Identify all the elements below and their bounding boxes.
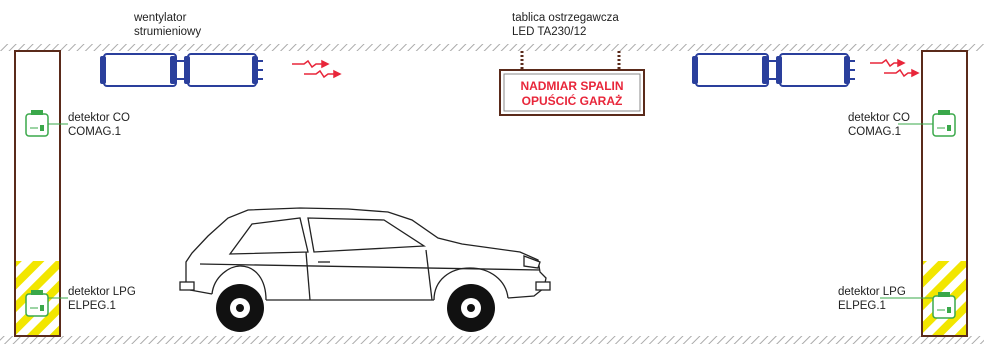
led-warning-board: NADMIAR SPALIN OPUŚCIĆ GARAŻ	[499, 51, 645, 116]
ceiling-hatch	[0, 44, 984, 51]
airflow-arrow-icon	[292, 59, 342, 79]
car-front-wheel	[447, 284, 495, 332]
right-column	[921, 50, 968, 337]
lpg-left-label-line2: ELPEG.1	[68, 300, 116, 312]
car-rear-wheel	[216, 284, 264, 332]
lpg-detector-icon	[25, 290, 49, 317]
sign-text-line2: OPUŚCIĆ GARAŻ	[522, 93, 623, 108]
co-right-label-line1: detektor CO	[848, 112, 910, 124]
co-left-label-line2: COMAG.1	[68, 126, 121, 138]
co-detector-icon	[932, 110, 956, 137]
co-detector-icon	[25, 110, 49, 137]
co-left-label-line1: detektor CO	[68, 112, 130, 124]
board-label-line1: tablica ostrzegawcza	[512, 12, 619, 24]
lpg-left-label-line1: detektor LPG	[68, 286, 136, 298]
lpg-detector-icon	[932, 292, 956, 319]
lpg-right-label-line2: ELPEG.1	[838, 300, 886, 312]
left-column	[14, 50, 61, 337]
fan-label-line1: wentylator	[133, 12, 187, 24]
lpg-right-label-line1: detektor LPG	[838, 286, 906, 298]
jet-fan-icon	[100, 53, 263, 87]
airflow-arrow-icon	[870, 58, 920, 78]
jet-fan-icon	[692, 53, 855, 87]
co-right-label-line2: COMAG.1	[848, 126, 901, 138]
fan-label-line2: strumieniowy	[134, 26, 201, 38]
board-label-line2: LED TA230/12	[512, 26, 586, 38]
sign-text-line1: NADMIAR SPALIN	[520, 79, 623, 93]
car-icon	[179, 207, 551, 301]
floor-hatch	[0, 336, 984, 344]
